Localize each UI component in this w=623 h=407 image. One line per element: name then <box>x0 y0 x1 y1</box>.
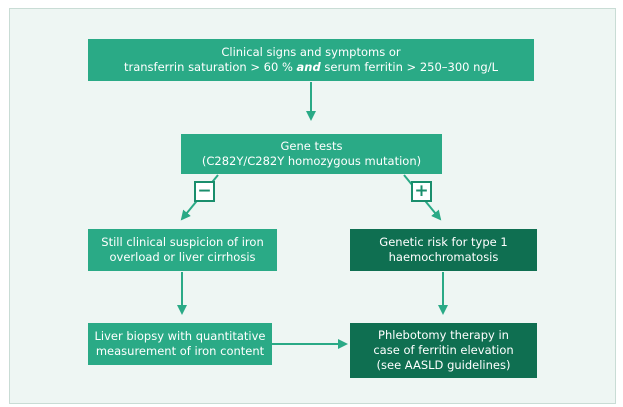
step-genetic-risk-line1: Genetic risk for type 1 <box>379 235 508 249</box>
step-phlebotomy-therapy-line2: case of ferritin elevation <box>373 343 514 357</box>
step-clinical-suspicion-line2: overload or liver cirrhosis <box>109 250 256 264</box>
positive-result-icon: + <box>411 181 432 202</box>
step-clinical-suspicion-line1: Still clinical suspicion of iron <box>101 235 264 249</box>
step-phlebotomy-therapy-line3: (see AASLD guidelines) <box>376 358 511 372</box>
step-gene-tests-line1: Gene tests <box>280 139 343 153</box>
and-emphasis: and <box>296 60 321 74</box>
step-clinical-signs-line2: transferrin saturation > 60 % and serum … <box>123 60 499 74</box>
step-clinical-signs: Clinical signs and symptoms or transferr… <box>88 39 534 81</box>
step-liver-biopsy-line1: Liver biopsy with quantitative <box>94 329 266 343</box>
step-clinical-suspicion: Still clinical suspicion of iron overloa… <box>88 229 277 271</box>
step-genetic-risk-line2: haemochromatosis <box>388 250 499 264</box>
step-gene-tests-line2: (C282Y/C282Y homozygous mutation) <box>201 154 422 168</box>
step-gene-tests: Gene tests (C282Y/C282Y homozygous mutat… <box>181 134 442 174</box>
step-genetic-risk: Genetic risk for type 1 haemochromatosis <box>350 229 537 271</box>
negative-result-icon: − <box>194 181 215 202</box>
step-liver-biopsy-line2: measurement of iron content <box>95 344 265 358</box>
step-phlebotomy-therapy-line1: Phlebotomy therapy in <box>378 328 509 342</box>
step-phlebotomy-therapy: Phlebotomy therapy in case of ferritin e… <box>350 323 537 378</box>
step-clinical-signs-line1: Clinical signs and symptoms or <box>221 45 401 59</box>
step-liver-biopsy: Liver biopsy with quantitative measureme… <box>88 323 272 365</box>
